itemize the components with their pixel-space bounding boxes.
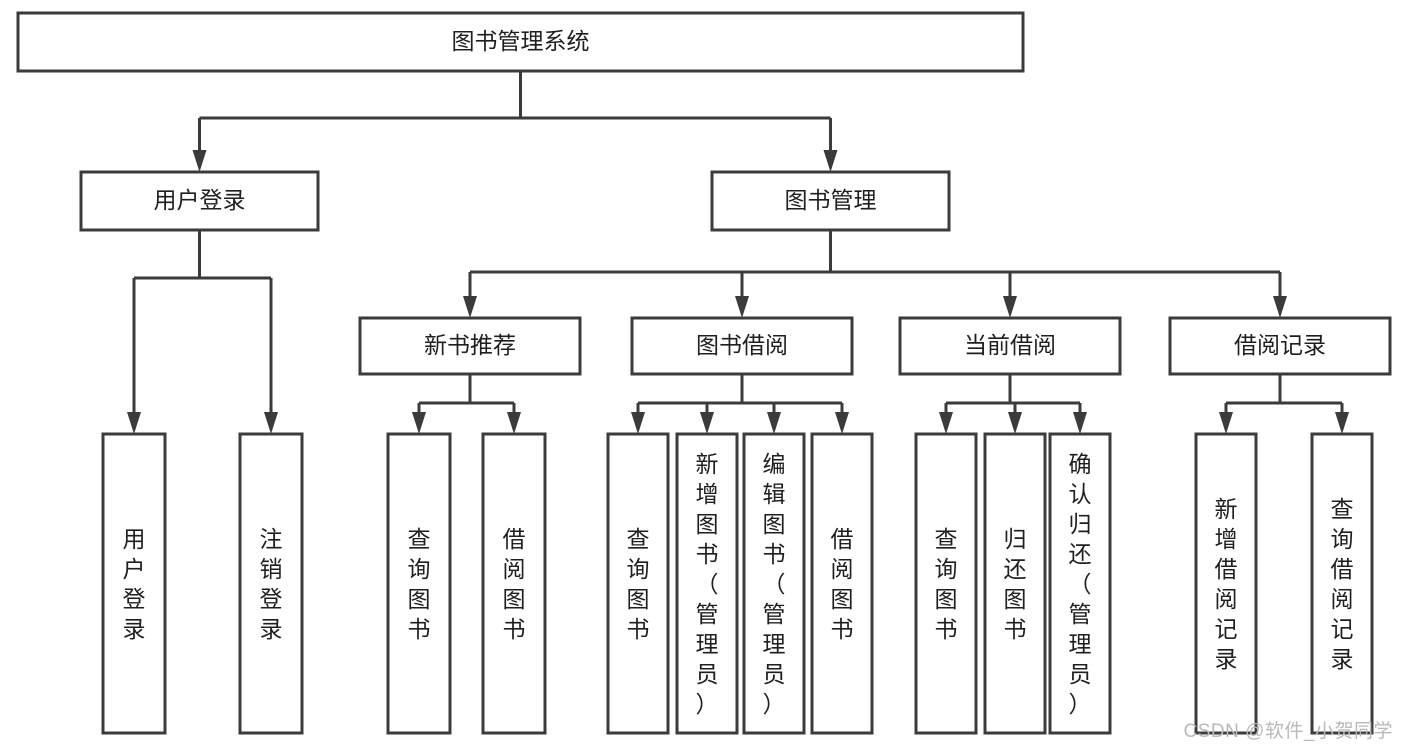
- node-leaf-query-book-2-label: 查询图书: [627, 526, 650, 642]
- node-leaf-edit-book[interactable]: 编辑图书（管理员）: [742, 432, 806, 735]
- node-current-borrow-label: 当前借阅: [964, 332, 1056, 358]
- node-leaf-user-login[interactable]: 用户登录: [101, 432, 167, 735]
- node-borrow-record-label: 借阅记录: [1234, 332, 1326, 358]
- edge-book-manage-arrow-3: [1273, 296, 1287, 318]
- node-root[interactable]: 图书管理系统: [16, 11, 1025, 73]
- node-book-borrow[interactable]: 图书借阅: [630, 316, 854, 376]
- node-leaf-return-book-label: 归还图书: [1004, 526, 1027, 642]
- edge-book-manage-arrow-1: [735, 296, 749, 318]
- edge-borrow-record-arrow-1: [1335, 412, 1349, 434]
- node-leaf-query-book-3-label: 查询图书: [935, 526, 958, 642]
- node-user-login-label: 用户登录: [154, 187, 246, 213]
- edge-book-manage-arrow-2: [1003, 296, 1017, 318]
- node-leaf-return-book[interactable]: 归还图书: [983, 432, 1047, 735]
- edge-root-arrow-0: [192, 150, 207, 172]
- edge-book-borrow-arrow-3: [835, 412, 849, 434]
- node-leaf-add-record-label: 新增借阅记录: [1215, 496, 1238, 672]
- node-leaf-query-record[interactable]: 查询借阅记录: [1310, 432, 1374, 735]
- node-leaf-add-record[interactable]: 新增借阅记录: [1194, 432, 1258, 735]
- node-leaf-user-logout-box[interactable]: [238, 432, 304, 735]
- node-leaf-query-record-label: 查询借阅记录: [1331, 496, 1354, 672]
- node-leaf-add-record-box[interactable]: [1194, 432, 1258, 735]
- node-new-book-recommend[interactable]: 新书推荐: [358, 316, 582, 376]
- node-leaf-add-book-box[interactable]: [675, 432, 739, 735]
- node-new-book-recommend-box[interactable]: [358, 316, 582, 376]
- edge-book-manage-arrow-0: [463, 296, 477, 318]
- node-leaf-user-logout-label: 注销登录: [260, 526, 283, 642]
- edge-book-borrow-arrow-1: [700, 412, 714, 434]
- node-book-manage[interactable]: 图书管理: [710, 170, 951, 232]
- node-current-borrow[interactable]: 当前借阅: [898, 316, 1122, 376]
- nodes-layer: 图书管理系统用户登录图书管理新书推荐图书借阅当前借阅借阅记录用户登录注销登录查询…: [16, 11, 1392, 735]
- node-leaf-query-book-1-box[interactable]: [386, 432, 452, 735]
- node-root-label: 图书管理系统: [452, 28, 590, 54]
- edge-book-borrow-arrow-0: [631, 412, 645, 434]
- node-book-manage-box[interactable]: [710, 170, 951, 232]
- edge-user-login-arrow-0: [127, 412, 141, 434]
- edge-book-borrow-arrow-2: [767, 412, 781, 434]
- edge-user-login-arrow-1: [264, 412, 278, 434]
- edge-new-book-recommend-arrow-0: [412, 412, 426, 434]
- node-leaf-confirm-return-label: 确认归还（管理员）: [1069, 451, 1092, 717]
- node-leaf-borrow-book-2[interactable]: 借阅图书: [810, 432, 874, 735]
- node-root-box[interactable]: [16, 11, 1025, 73]
- edge-current-borrow-arrow-0: [939, 412, 953, 434]
- node-leaf-user-logout[interactable]: 注销登录: [238, 432, 304, 735]
- node-leaf-edit-book-label: 编辑图书（管理员）: [763, 451, 786, 717]
- node-book-borrow-label: 图书借阅: [696, 332, 788, 358]
- node-leaf-query-book-1-label: 查询图书: [408, 526, 431, 642]
- node-leaf-add-book-label: 新增图书（管理员）: [696, 451, 719, 717]
- node-borrow-record[interactable]: 借阅记录: [1168, 316, 1392, 376]
- node-leaf-query-book-3-box[interactable]: [914, 432, 978, 735]
- node-leaf-return-book-box[interactable]: [983, 432, 1047, 735]
- node-leaf-borrow-book-1[interactable]: 借阅图书: [481, 432, 547, 735]
- node-leaf-user-login-label: 用户登录: [123, 526, 146, 642]
- node-leaf-query-book-2[interactable]: 查询图书: [606, 432, 670, 735]
- edge-current-borrow-arrow-2: [1073, 412, 1087, 434]
- node-leaf-borrow-book-2-box[interactable]: [810, 432, 874, 735]
- edge-root-arrow-1: [823, 150, 838, 172]
- node-borrow-record-box[interactable]: [1168, 316, 1392, 376]
- edges-layer: [127, 71, 1349, 434]
- node-leaf-borrow-book-1-label: 借阅图书: [503, 526, 526, 642]
- node-user-login[interactable]: 用户登录: [79, 170, 320, 232]
- node-current-borrow-box[interactable]: [898, 316, 1122, 376]
- node-leaf-borrow-book-2-label: 借阅图书: [831, 526, 854, 642]
- node-new-book-recommend-label: 新书推荐: [424, 332, 516, 358]
- node-leaf-edit-book-box[interactable]: [742, 432, 806, 735]
- watermark-label: CSDN @软件_小贺同学: [1183, 721, 1393, 742]
- edge-borrow-record-arrow-0: [1219, 412, 1233, 434]
- node-book-borrow-box[interactable]: [630, 316, 854, 376]
- node-leaf-borrow-book-1-box[interactable]: [481, 432, 547, 735]
- node-book-manage-label: 图书管理: [785, 187, 877, 213]
- node-leaf-query-record-box[interactable]: [1310, 432, 1374, 735]
- node-user-login-box[interactable]: [79, 170, 320, 232]
- node-leaf-query-book-2-box[interactable]: [606, 432, 670, 735]
- edge-current-borrow-arrow-1: [1008, 412, 1022, 434]
- node-leaf-query-book-1[interactable]: 查询图书: [386, 432, 452, 735]
- node-leaf-add-book[interactable]: 新增图书（管理员）: [675, 432, 739, 735]
- node-leaf-confirm-return[interactable]: 确认归还（管理员）: [1048, 432, 1112, 735]
- node-leaf-user-login-box[interactable]: [101, 432, 167, 735]
- node-leaf-confirm-return-box[interactable]: [1048, 432, 1112, 735]
- node-leaf-query-book-3[interactable]: 查询图书: [914, 432, 978, 735]
- edge-new-book-recommend-arrow-1: [507, 412, 521, 434]
